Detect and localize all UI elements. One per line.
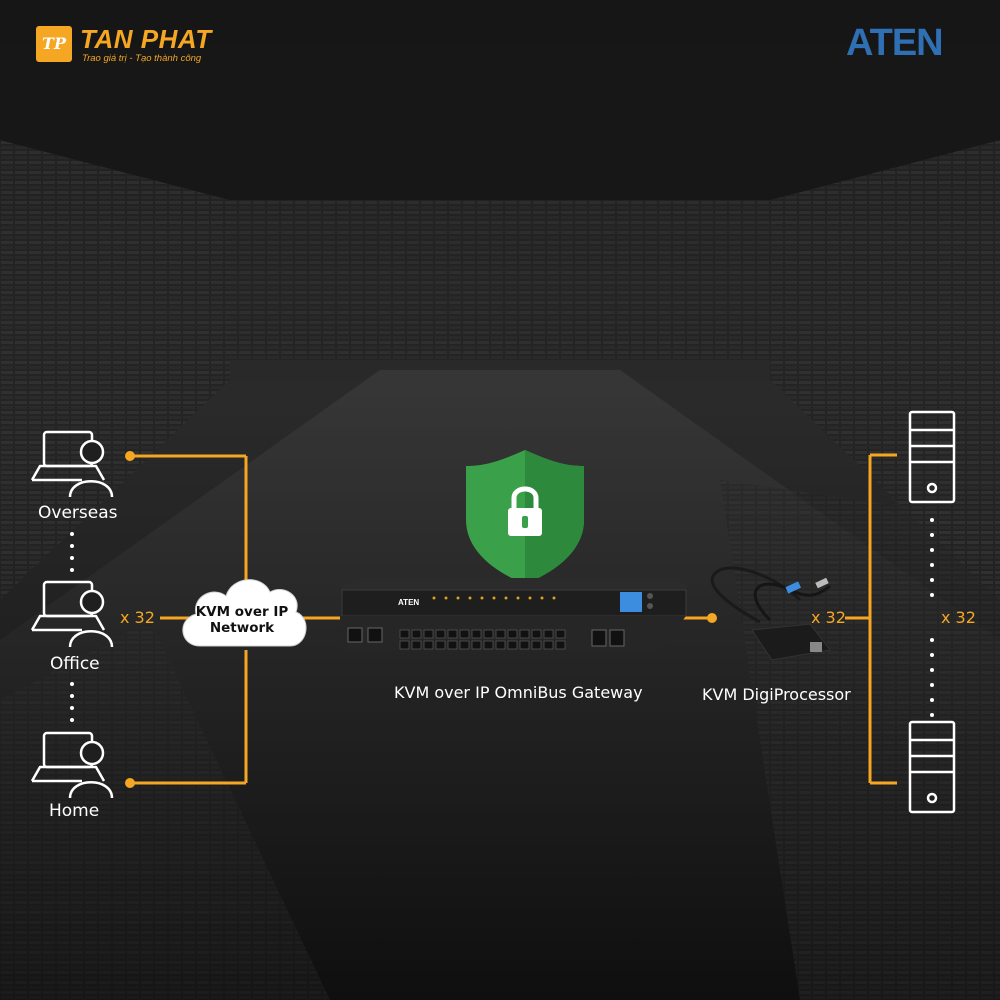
network-cloud-label: KVM over IP Network bbox=[182, 604, 302, 636]
dotted-connectors bbox=[70, 518, 934, 722]
device-brand-badge: ATEN bbox=[398, 598, 419, 607]
dot bbox=[930, 698, 934, 702]
dot bbox=[930, 548, 934, 552]
dot bbox=[70, 544, 74, 548]
kvm-gateway-device: ATEN bbox=[341, 578, 687, 650]
connector-endpoints bbox=[125, 451, 717, 788]
gateway-label: KVM over IP OmniBus Gateway bbox=[394, 683, 643, 702]
dot bbox=[70, 556, 74, 560]
dot bbox=[930, 518, 934, 522]
endpoint-dot bbox=[125, 451, 135, 461]
dot bbox=[930, 713, 934, 717]
tanphat-logo-mark: TP bbox=[36, 26, 72, 62]
shield-lock-icon bbox=[466, 450, 584, 584]
dot bbox=[930, 578, 934, 582]
laptop-user-icon bbox=[30, 580, 114, 648]
kvm-dongle-device bbox=[710, 566, 831, 661]
digiprocessor-label: KVM DigiProcessor bbox=[702, 685, 851, 704]
servers-multiplier: x 32 bbox=[941, 608, 976, 627]
dot bbox=[930, 653, 934, 657]
laptop-user-icon bbox=[30, 731, 114, 799]
dot bbox=[930, 668, 934, 672]
endpoint-dot bbox=[125, 778, 135, 788]
dot bbox=[930, 683, 934, 687]
dot bbox=[70, 694, 74, 698]
network-label-line1: KVM over IP bbox=[195, 604, 289, 620]
dot bbox=[70, 568, 74, 572]
dot bbox=[930, 563, 934, 567]
dot bbox=[930, 638, 934, 642]
laptop-user-icon bbox=[30, 430, 114, 498]
aten-logo: ATEN bbox=[846, 22, 944, 64]
cloud-icon bbox=[182, 579, 307, 647]
dot bbox=[70, 706, 74, 710]
network-label-line2: Network bbox=[209, 620, 275, 636]
user-label-home: Home bbox=[49, 801, 100, 821]
user-label-overseas: Overseas bbox=[38, 503, 118, 523]
dot bbox=[930, 593, 934, 597]
digiprocessor-multiplier: x 32 bbox=[811, 608, 846, 627]
brand-tagline: Trao giá trị - Tạo thành công bbox=[82, 53, 202, 64]
dot bbox=[930, 533, 934, 537]
dot bbox=[70, 682, 74, 686]
user-label-office: Office bbox=[50, 654, 100, 674]
users-multiplier: x 32 bbox=[120, 608, 155, 627]
dot bbox=[70, 532, 74, 536]
endpoint-dot bbox=[707, 613, 717, 623]
server-tower-icon bbox=[908, 720, 956, 814]
brand-name: TAN PHAT bbox=[80, 24, 212, 54]
server-tower-icon bbox=[908, 410, 956, 504]
dot bbox=[70, 718, 74, 722]
